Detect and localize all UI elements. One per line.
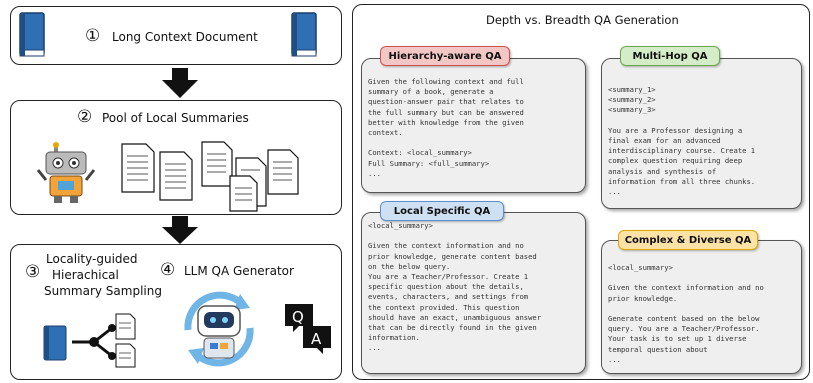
multi-hop-qa-tag: Multi-Hop QA — [620, 46, 720, 66]
complex-diverse-qa-card: <local_summary> Given the context inform… — [601, 240, 802, 374]
hierarchy-aware-qa-text: Given the following context and full sum… — [368, 77, 524, 178]
step3-label-line3: Summary Sampling — [44, 284, 162, 298]
step2-number: ② — [77, 107, 93, 127]
step1-label: Long Context Document — [112, 30, 258, 44]
step3-label-line2: Hierachical — [52, 268, 119, 282]
multi-hop-qa-card: <summary_1> <summary_2> <summary_3> You … — [601, 58, 802, 209]
step3-number: ③ — [25, 262, 41, 282]
step3-label-line1: Locality-guided — [46, 252, 138, 266]
step1-panel — [10, 6, 342, 65]
step1-number: ① — [85, 26, 101, 46]
step2-label: Pool of Local Summaries — [102, 111, 249, 125]
q-letter: Q — [292, 308, 304, 326]
right-panel-title: Depth vs. Breadth QA Generation — [486, 13, 679, 27]
complex-diverse-qa-text: <local_summary> Given the context inform… — [608, 263, 764, 364]
step4-label: LLM QA Generator — [184, 264, 294, 278]
hierarchy-aware-qa-tag: Hierarchy-aware QA — [380, 46, 510, 66]
complex-diverse-qa-tag: Complex & Diverse QA — [618, 230, 758, 250]
local-specific-qa-card: <local_summary> Given the context inform… — [361, 212, 586, 374]
local-specific-qa-text: <local_summary> Given the context inform… — [368, 221, 542, 353]
a-letter: A — [311, 330, 322, 348]
local-specific-qa-tag: Local Specific QA — [380, 201, 504, 221]
hierarchy-aware-qa-card: Given the following context and full sum… — [361, 58, 586, 193]
multi-hop-qa-text: <summary_1> <summary_2> <summary_3> You … — [608, 85, 756, 197]
step4-number: ④ — [160, 260, 176, 280]
